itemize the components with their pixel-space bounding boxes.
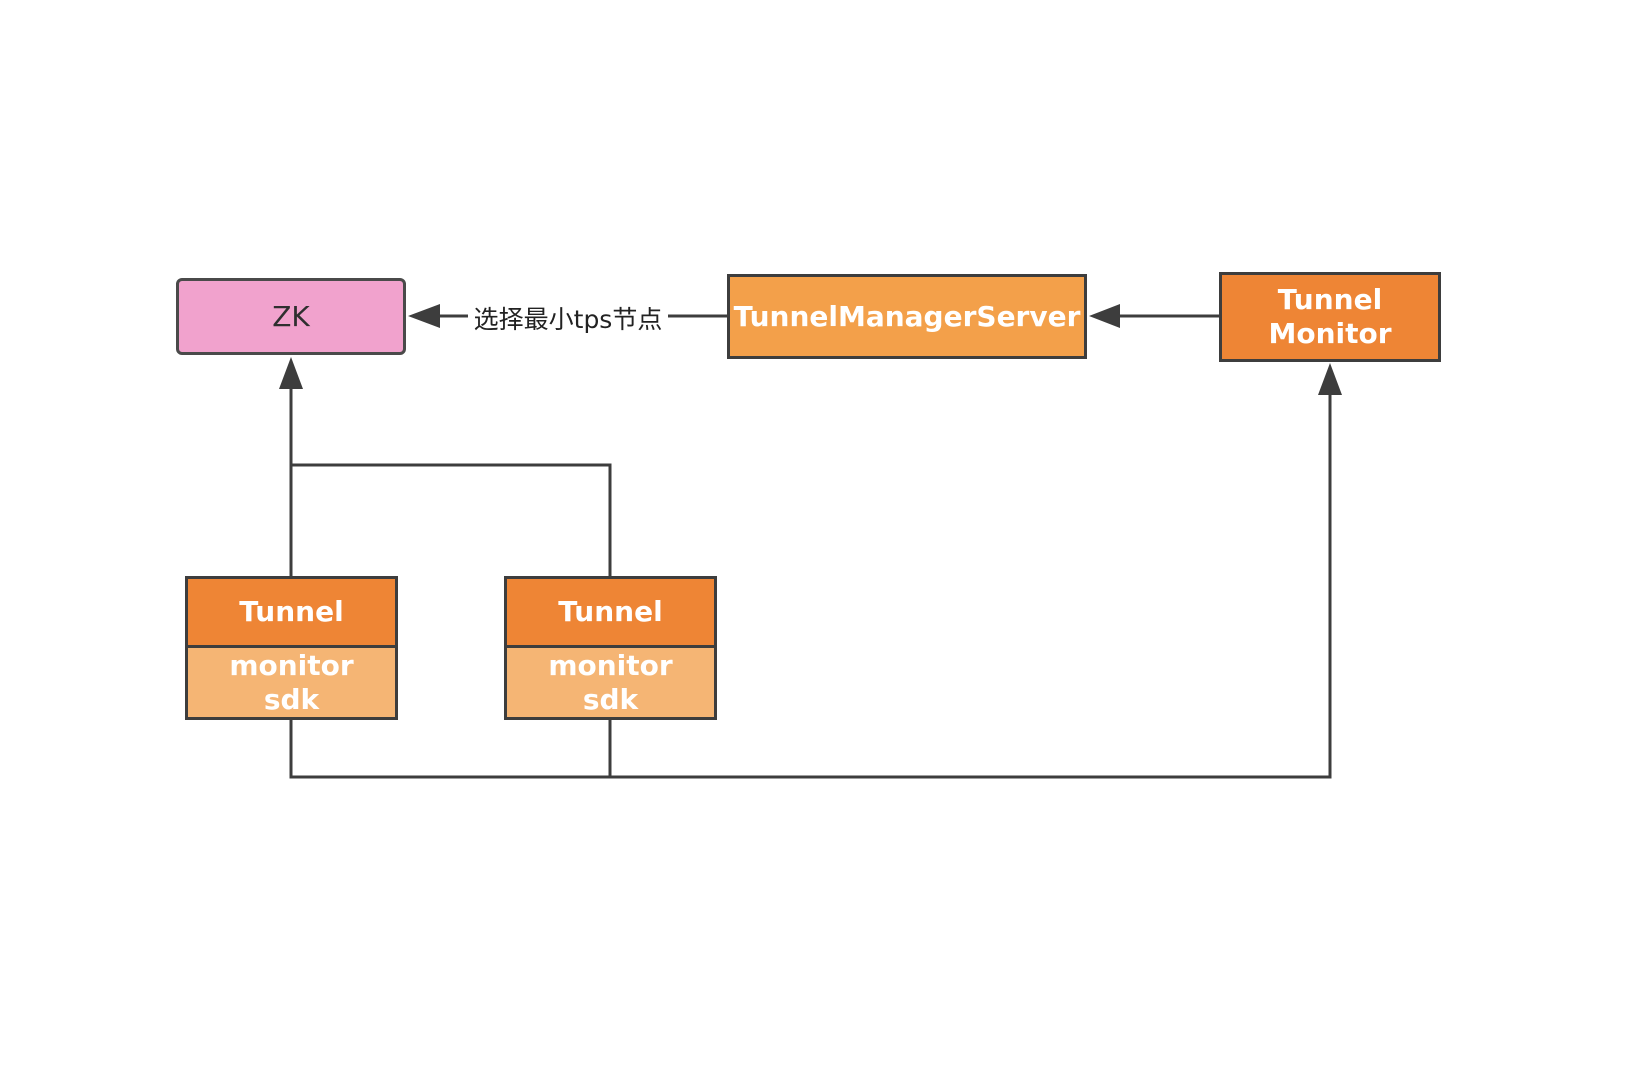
- arrowhead-into-zk-bottom: [279, 357, 303, 389]
- tunnel-2-sdk-label: monitor sdk: [548, 648, 673, 716]
- tunnel-1-node: Tunnel: [185, 576, 398, 648]
- zk-label: ZK: [272, 299, 310, 333]
- tunnel-monitor-label: Tunnel Monitor: [1268, 283, 1392, 350]
- tunnel-2-monitor-sdk: monitor sdk: [504, 648, 717, 720]
- tunnel-1-monitor-sdk: monitor sdk: [185, 648, 398, 720]
- tunnel-2-node: Tunnel: [504, 576, 717, 648]
- tunnel-manager-server-node: TunnelManagerServer: [727, 274, 1087, 359]
- tunnel-1-sdk-label: monitor sdk: [229, 648, 354, 716]
- tunnel-monitor-node: Tunnel Monitor: [1219, 272, 1441, 362]
- arrowhead-into-server: [1089, 304, 1120, 328]
- zk-node: ZK: [176, 278, 406, 355]
- arrowhead-into-monitor: [1318, 363, 1342, 395]
- arrowhead-into-zk: [408, 304, 440, 328]
- edge-tunnel2-to-zk: [291, 463, 612, 576]
- edge-label-select-min-tps: 选择最小tps节点: [468, 300, 668, 340]
- tunnel-2-title: Tunnel: [558, 595, 663, 629]
- tunnel-manager-server-label: TunnelManagerServer: [733, 299, 1081, 333]
- edge-tunnel1-to-monitor: [289, 368, 1332, 779]
- tunnel-1-title: Tunnel: [239, 595, 344, 629]
